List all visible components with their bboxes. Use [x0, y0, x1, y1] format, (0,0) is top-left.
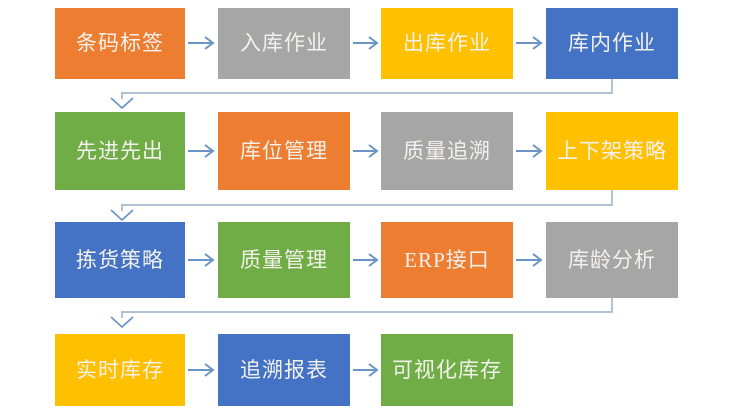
node-label: 库位管理 [240, 138, 328, 163]
elbow-connector [121, 190, 613, 211]
down-arrowhead [110, 316, 134, 329]
node-location-management: 库位管理 [218, 112, 350, 190]
node-quality-management: 质量管理 [218, 222, 350, 298]
flow-arrow [353, 363, 379, 377]
flow-arrow [188, 144, 215, 158]
node-inbound-operations: 入库作业 [218, 8, 350, 79]
flow-arrow [516, 144, 543, 158]
flow-arrow [353, 36, 379, 50]
node-fifo: 先进先出 [55, 112, 185, 190]
node-visualized-inventory: 可视化库存 [381, 334, 513, 406]
node-label: 库龄分析 [568, 247, 656, 272]
node-outbound-operations: 出库作业 [381, 8, 513, 79]
flow-arrow [516, 253, 543, 267]
node-label: 质量管理 [240, 247, 328, 272]
elbow-connector [121, 79, 613, 99]
node-stock-age-analysis: 库龄分析 [546, 222, 678, 298]
node-label: 追溯报表 [240, 357, 328, 382]
node-quality-traceability: 质量追溯 [381, 112, 513, 190]
node-in-warehouse-operations: 库内作业 [546, 8, 678, 79]
node-label: 先进先出 [76, 138, 164, 163]
flow-arrow [353, 253, 379, 267]
elbow-connector [121, 298, 613, 318]
flow-arrow [188, 363, 215, 377]
node-picking-strategy: 拣货策略 [55, 222, 185, 298]
node-barcode-label: 条码标签 [55, 8, 185, 79]
node-erp-interface: ERP接口 [381, 222, 513, 298]
node-label: 实时库存 [76, 357, 164, 382]
flow-arrow [188, 253, 215, 267]
node-label: 质量追溯 [403, 138, 491, 163]
node-real-time-inventory: 实时库存 [55, 334, 185, 406]
node-shelving-strategy: 上下架策略 [546, 112, 678, 190]
node-label: ERP接口 [404, 247, 490, 272]
flow-arrow [516, 36, 543, 50]
node-label: 入库作业 [240, 31, 328, 55]
node-label: 条码标签 [76, 31, 164, 55]
flow-arrow [353, 144, 379, 158]
flow-arrow [188, 36, 215, 50]
node-label: 可视化库存 [392, 357, 502, 382]
node-label: 出库作业 [403, 31, 491, 55]
down-arrowhead [110, 209, 134, 222]
node-label: 拣货策略 [76, 247, 164, 272]
node-label: 上下架策略 [557, 138, 667, 163]
down-arrowhead [110, 97, 134, 110]
node-traceability-reports: 追溯报表 [218, 334, 350, 406]
node-label: 库内作业 [568, 31, 656, 55]
